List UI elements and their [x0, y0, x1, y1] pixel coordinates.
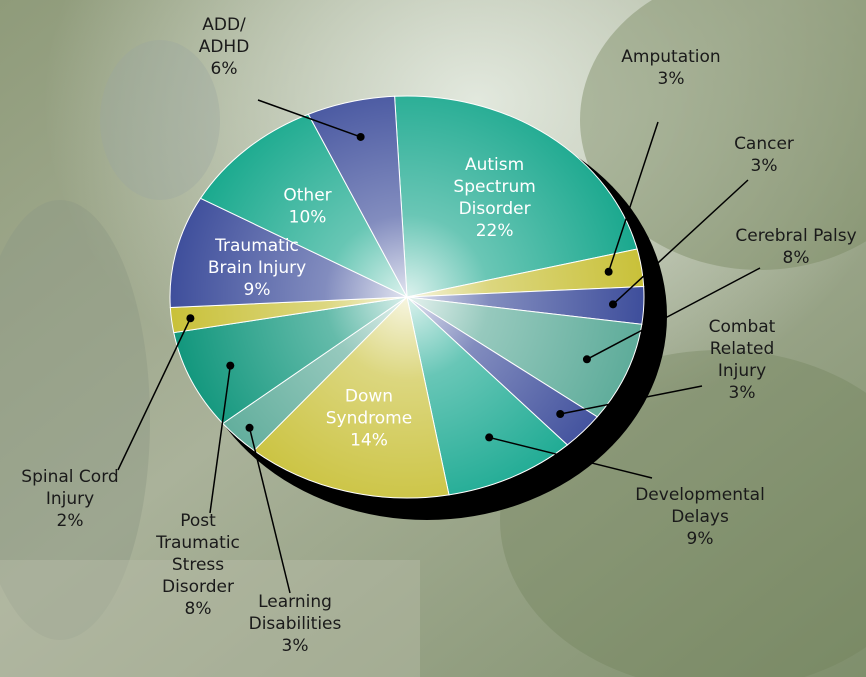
slice-percent: 8% [185, 599, 212, 619]
slice-name: Injury [46, 489, 94, 509]
leader-line [117, 317, 192, 471]
slice-name: ADD/ [202, 15, 246, 35]
slice-name: Related [710, 339, 775, 359]
slice-name: Traumatic [214, 236, 299, 256]
slice-percent: 8% [783, 248, 810, 268]
slice-name: Delays [671, 507, 729, 527]
slice-name: Spinal Cord [21, 467, 118, 487]
leader-line [586, 267, 761, 360]
slice-name: Learning [258, 592, 332, 612]
slice-percent: 9% [687, 529, 714, 549]
slice-percent: 9% [244, 280, 271, 300]
slice-name: ADHD [199, 37, 250, 57]
slice-percent: 22% [476, 221, 514, 241]
leader-line [607, 121, 659, 272]
leader-dot [556, 410, 565, 419]
slice-name: Disabilities [249, 614, 342, 634]
pie-slices [169, 95, 645, 499]
leader-line [257, 99, 361, 138]
slice-name: Other [283, 185, 331, 205]
leader-line [612, 179, 749, 305]
slice-percent: 3% [729, 383, 756, 403]
leader-dot [582, 355, 591, 364]
slice-name: Syndrome [326, 408, 412, 428]
slice-name: Amputation [621, 47, 720, 67]
slice-name: Brain Injury [208, 258, 306, 278]
slice-name: Down [345, 386, 393, 406]
slice-name: Disorder [162, 577, 234, 597]
slice-name: Spectrum [453, 177, 535, 197]
leader-dot [245, 423, 254, 432]
slice-name: Disorder [459, 199, 531, 219]
leader-dot [356, 132, 365, 141]
slice-percent: 3% [658, 69, 685, 89]
slice-name: Traumatic [155, 533, 240, 553]
slice-percent: 10% [289, 207, 327, 227]
slice-percent: 2% [57, 511, 84, 531]
slice-percent: 3% [282, 636, 309, 656]
leader-dot [609, 300, 618, 309]
slice-percent: 6% [211, 59, 238, 79]
leader-line [248, 427, 291, 594]
slice-name: Stress [172, 555, 224, 575]
leader-line [489, 436, 653, 479]
leader-line [209, 365, 232, 514]
slice-name: Injury [718, 361, 766, 381]
leader-dot [604, 267, 613, 276]
leader-dot [485, 433, 494, 442]
slice-name: Cancer [734, 134, 794, 154]
slice-percent: 3% [751, 156, 778, 176]
slice-percent: 14% [350, 430, 388, 450]
leader-lines [117, 99, 761, 594]
leader-line [560, 385, 703, 415]
slice-name: Combat [709, 317, 776, 337]
slice-name: Cerebral Palsy [735, 226, 856, 246]
slice-name: Post [180, 511, 216, 531]
leader-dot [226, 361, 235, 370]
slice-name: Developmental [635, 485, 765, 505]
slice-name: Autism [465, 155, 524, 175]
leader-dot [186, 314, 195, 323]
